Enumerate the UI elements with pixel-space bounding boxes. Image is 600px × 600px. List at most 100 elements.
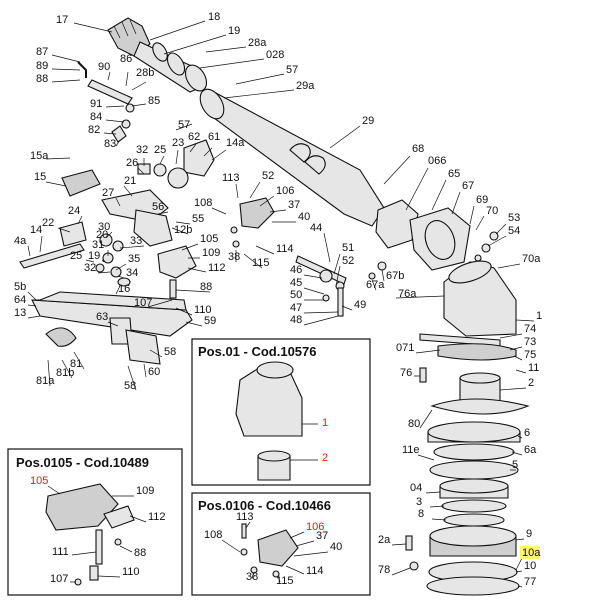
pos0105-label-105: 105 xyxy=(30,475,48,487)
part-label-29a: 29a xyxy=(296,80,315,92)
part-label-86: 86 xyxy=(120,53,132,65)
highlight-marker xyxy=(520,546,540,559)
part-label-68: 68 xyxy=(412,143,424,155)
part-label-89: 89 xyxy=(36,60,48,72)
gasket-77 xyxy=(426,576,520,596)
pos0106-label-115: 115 xyxy=(276,575,294,587)
pos0106-label-114: 114 xyxy=(306,565,324,577)
part-label-38a: 38 xyxy=(228,251,240,263)
part-label-57a: 57 xyxy=(286,64,298,76)
part-label-48: 48 xyxy=(290,314,302,326)
part-label-52: 52 xyxy=(262,170,274,182)
part-label-87: 87 xyxy=(36,46,48,58)
part-label-52b: 52 xyxy=(342,255,354,267)
part-label-55: 55 xyxy=(192,213,204,225)
pos0106-label-106: 106 xyxy=(306,521,324,533)
part-label-108a: 108 xyxy=(194,197,212,209)
part-label-46: 46 xyxy=(290,264,302,276)
part-label-32b: 32 xyxy=(84,262,96,274)
pos0106-label-37: 37 xyxy=(316,530,328,542)
part-label-23: 23 xyxy=(172,137,184,149)
part-label-109a: 109 xyxy=(202,247,220,259)
pos0105-label-112: 112 xyxy=(148,511,166,523)
part-label-6: 6 xyxy=(524,427,530,439)
main-pipe xyxy=(199,88,385,227)
ring-04 xyxy=(439,478,509,494)
part-label-77: 77 xyxy=(524,576,536,588)
pos01-label-1: 1 xyxy=(322,417,328,429)
part-label-60: 60 xyxy=(148,366,160,378)
part-label-81: 81 xyxy=(70,358,82,370)
part-label-24: 24 xyxy=(68,205,80,217)
part-label-19: 19 xyxy=(228,25,240,37)
part-label-4a: 4a xyxy=(14,235,27,247)
part-label-81a: 81a xyxy=(36,375,55,387)
pos0106-label-108: 108 xyxy=(204,529,222,541)
gear-housing xyxy=(183,139,215,177)
part-label-1a: 1 xyxy=(536,310,542,322)
pos0105-label-88: 88 xyxy=(134,547,146,559)
part-label-112a: 112 xyxy=(208,262,226,274)
pos0105-label-107: 107 xyxy=(50,573,68,585)
part-label-18: 18 xyxy=(208,11,220,23)
part-label-107a: 107 xyxy=(134,297,152,309)
part-label-47: 47 xyxy=(290,302,302,314)
ring-5 xyxy=(429,460,519,480)
part-label-14: 14 xyxy=(30,224,42,236)
part-label-11a: 11 xyxy=(528,362,539,374)
pos01-label-2: 2 xyxy=(322,452,328,464)
part-label-6a: 6a xyxy=(524,444,537,456)
inset-pos0106-title: Pos.0106 - Cod.10466 xyxy=(198,498,331,513)
part-label-8: 8 xyxy=(418,508,424,520)
part-label-19b: 19 xyxy=(88,250,100,262)
part-label-110a: 110 xyxy=(194,304,212,316)
part-label-65: 65 xyxy=(448,168,460,180)
nozzle-assembly xyxy=(107,17,208,93)
part-label-83: 83 xyxy=(104,138,116,150)
part-label-106a: 106 xyxy=(276,185,294,197)
part-label-04: 04 xyxy=(410,482,422,494)
part-label-85: 85 xyxy=(148,95,160,107)
part-label-9: 9 xyxy=(526,528,532,540)
part-label-114a: 114 xyxy=(276,243,294,255)
part-label-70: 70 xyxy=(486,205,498,217)
pos0106-label-40: 40 xyxy=(330,541,342,553)
cam-106 xyxy=(239,197,275,229)
part-label-57b: 57 xyxy=(178,119,190,131)
part-label-27: 27 xyxy=(102,187,114,199)
part-label-26: 26 xyxy=(126,157,138,169)
part-label-75: 75 xyxy=(524,349,536,361)
pos0106-label-38: 38 xyxy=(246,571,258,583)
cam-pos0106 xyxy=(257,529,299,567)
ring-11 xyxy=(437,343,517,361)
part-label-17: 17 xyxy=(56,14,68,26)
part-label-80: 80 xyxy=(408,418,420,430)
part-label-066: 066 xyxy=(428,155,446,167)
part-label-11e: 11e xyxy=(402,444,420,456)
part-label-29: 29 xyxy=(362,115,374,127)
part-label-34: 34 xyxy=(126,267,138,279)
part-label-15a: 15a xyxy=(30,150,49,162)
part-label-32a: 32 xyxy=(136,144,148,156)
ring-8 xyxy=(443,513,505,527)
pos0105-label-111: 111 xyxy=(52,546,69,558)
part-label-22: 22 xyxy=(42,217,54,229)
part-label-115a: 115 xyxy=(252,257,270,269)
part-label-82: 82 xyxy=(88,124,100,136)
inset-pos01-title: Pos.01 - Cod.10576 xyxy=(198,344,317,359)
part-label-74: 74 xyxy=(524,323,536,335)
clamp-81 xyxy=(45,327,77,347)
part-label-5: 5 xyxy=(512,459,518,471)
part-label-25a: 25 xyxy=(154,144,166,156)
part-label-84: 84 xyxy=(90,111,102,123)
part-label-10: 10 xyxy=(524,560,536,572)
part-label-14a_r: 14a xyxy=(226,137,245,149)
part-label-88a: 88 xyxy=(36,73,48,85)
part-label-028: 028 xyxy=(266,49,284,61)
part-label-33: 33 xyxy=(130,235,142,247)
part-label-88b: 88 xyxy=(200,281,212,293)
